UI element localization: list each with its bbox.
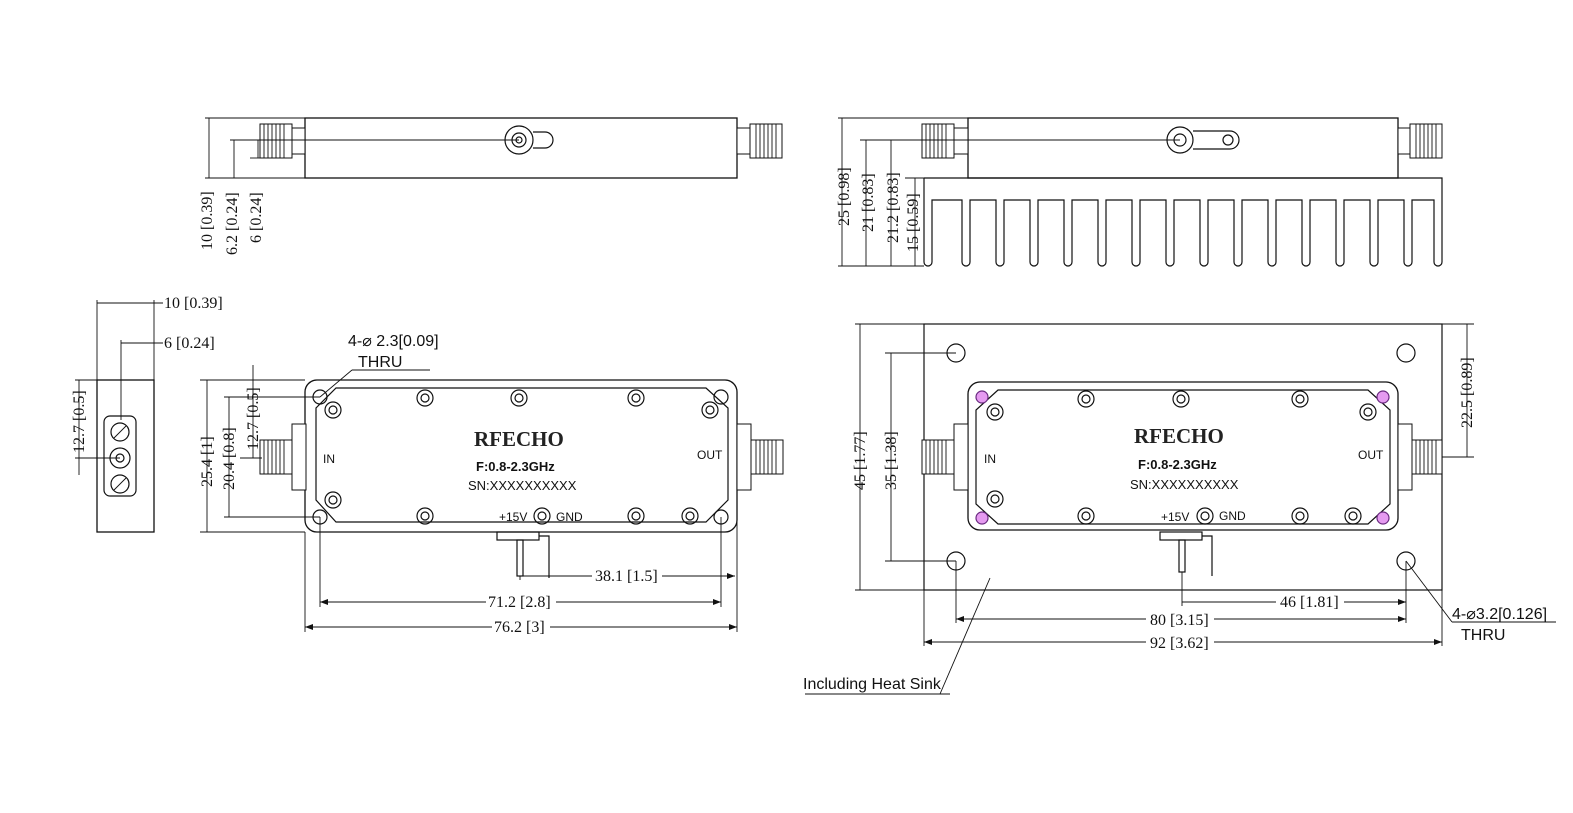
dim-height-25: 25 [0.98] [836,167,853,226]
sn-label: SN:XXXXXXXXXX [468,478,577,493]
brand-label: RFECHO [474,427,564,451]
freq-label: F:0.8-2.3GHz [476,459,555,474]
in-label-hs: IN [984,452,996,466]
dim-height-21: 21 [0.83] [860,173,877,232]
lid-screws [324,389,719,525]
sma-input-top [259,423,307,491]
dim-35: 35 [1.38] [883,431,900,490]
sma-connector-right-hs [1397,123,1443,159]
dim-46: 46 [1.81] [1280,594,1339,611]
lid-screws-hs [986,390,1377,525]
heat-sink-fins [923,177,1443,267]
sma-connector-left [259,123,306,159]
dim-204: 20.4 [0.8] [221,427,238,490]
in-label: IN [323,452,335,466]
plus15v-label: +15V [499,510,527,524]
dim-254: 25.4 [1] [199,436,216,487]
top-left-side-view: 10 [0.39] 6.2 [0.24] 6 [0.24] [199,117,783,255]
dim-height-62: 6.2 [0.24] [224,192,241,255]
sma-output-top-hs [1397,423,1443,491]
power-pin [496,531,550,578]
dim-end-width: 10 [0.39] [164,295,223,312]
dim-height-212: 21.2 [0.83] [885,172,902,243]
gnd-label: GND [556,510,583,524]
bottom-right-top-view: RFECHO F:0.8-2.3GHz SN:XXXXXXXXXX IN OUT… [803,323,1556,695]
sma-output-top [736,423,784,491]
freq-label-hs: F:0.8-2.3GHz [1138,457,1217,472]
thru-label-left: THRU [358,354,402,371]
dim-127: 12.7 [0.5] [245,387,262,450]
dim-712: 71.2 [2.8] [488,594,551,611]
bottom-left-top-view: RFECHO F:0.8-2.3GHz SN:XXXXXXXXXX IN OUT… [199,333,784,636]
corner-screws [975,390,1390,525]
out-label: OUT [697,448,723,462]
dim-381: 38.1 [1.5] [595,568,658,585]
dim-762: 76.2 [3] [494,619,545,636]
dim-80: 80 [3.15] [1150,612,1209,629]
plus15v-label-hs: +15V [1161,510,1189,524]
hole-callout-large: 4-⌀3.2[0.126] [1452,606,1547,623]
dim-45: 45 [1.77] [852,431,869,490]
gnd-label-hs: GND [1219,509,1246,523]
sma-connector-right [736,123,783,159]
dim-end-height: 12.7 [0.5] [71,390,88,453]
out-label-hs: OUT [1358,448,1384,462]
thru-label-right: THRU [1461,627,1505,644]
dim-end-offset: 6 [0.24] [164,335,215,352]
top-right-side-view: 25 [0.98] 21 [0.83] 21.2 [0.83] 15 [0.59… [836,117,1443,267]
power-pin-hs [1159,531,1213,576]
sma-connector-left-hs [921,123,969,159]
dim-height-6: 6 [0.24] [248,192,265,243]
dim-225: 22.5 [0.89] [1459,357,1476,428]
sn-label-hs: SN:XXXXXXXXXX [1130,477,1239,492]
hole-callout-small: 4-⌀ 2.3[0.09] [348,333,439,350]
sma-input-top-hs [921,423,969,491]
including-heat-sink-label: Including Heat Sink [803,676,942,693]
brand-label-hs: RFECHO [1134,424,1224,448]
dim-92: 92 [3.62] [1150,635,1209,652]
end-view: 10 [0.39] 6 [0.24] 12.7 [0.5] [71,295,223,533]
dim-height-10: 10 [0.39] [199,191,216,250]
dim-height-15: 15 [0.59] [905,193,922,252]
